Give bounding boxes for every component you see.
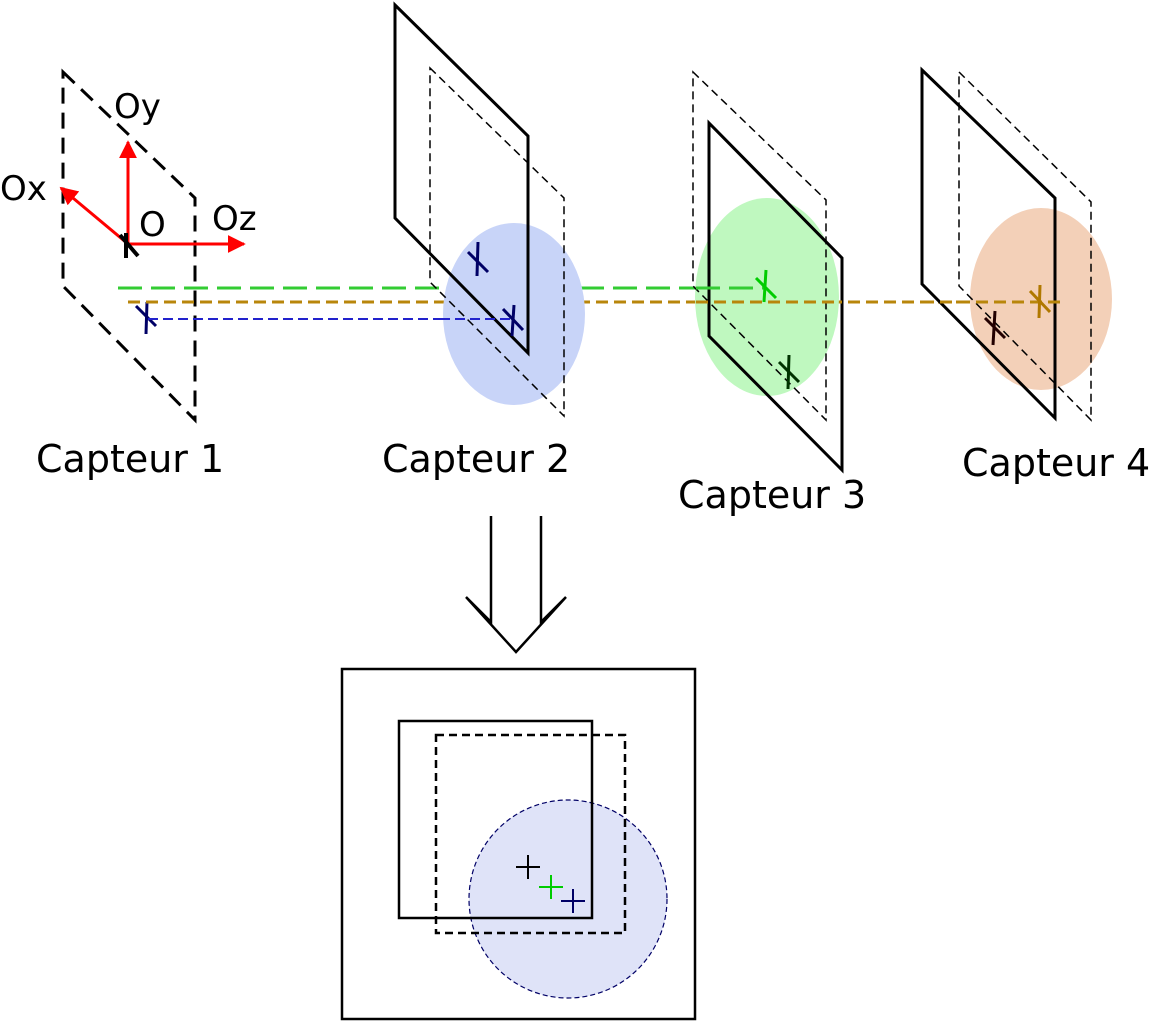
sensor-3-marker-dark xyxy=(777,354,801,390)
sensor-1-marker xyxy=(134,301,158,335)
result-cross-green xyxy=(539,875,563,899)
result-view xyxy=(340,667,697,1021)
sensor-3-plane-solid xyxy=(707,119,844,474)
result-spot xyxy=(468,799,668,999)
result-solid-square xyxy=(397,719,594,920)
ox-arrow xyxy=(59,186,129,246)
result-cross-black xyxy=(516,855,540,879)
sensor-4-plane-dashed xyxy=(958,70,1092,422)
sensor-3-marker-green xyxy=(754,269,778,303)
sensor-2-marker-upper xyxy=(466,241,490,277)
sensor-1-label: Capteur 1 xyxy=(36,437,224,481)
sensor-2: Capteur 2 xyxy=(382,1,585,481)
oz-label: Oz xyxy=(212,199,257,239)
sensor-3: Capteur 3 xyxy=(678,70,866,517)
sensor-4: Capteur 4 xyxy=(920,66,1150,485)
origin-mark xyxy=(118,233,140,258)
sensor-1-plane xyxy=(61,68,197,424)
sensor-4-marker-dark xyxy=(983,310,1007,346)
sensor-2-plane-dashed xyxy=(429,66,565,418)
result-cross-blue xyxy=(561,889,585,913)
sensor-4-marker-gold xyxy=(1028,284,1052,319)
sensor-4-label: Capteur 4 xyxy=(962,441,1150,485)
sensor-4-plane-solid xyxy=(920,66,1057,422)
result-dashed-square xyxy=(434,733,627,935)
down-arrow xyxy=(465,516,567,654)
sensor-3-label: Capteur 3 xyxy=(678,473,866,517)
sensor-2-plane-solid xyxy=(393,1,530,357)
origin-label: O xyxy=(139,205,166,245)
sensor-3-plane-dashed xyxy=(692,70,827,422)
sensor-1: Oy Ox Oz O Capteur 1 xyxy=(0,68,257,481)
result-frame xyxy=(340,667,697,1021)
sensor-2-marker-lower xyxy=(501,304,525,337)
ox-label: Ox xyxy=(0,169,47,209)
sensor-3-spot xyxy=(695,198,839,396)
sensor-2-label: Capteur 2 xyxy=(382,437,570,481)
oy-label: Oy xyxy=(114,87,161,127)
